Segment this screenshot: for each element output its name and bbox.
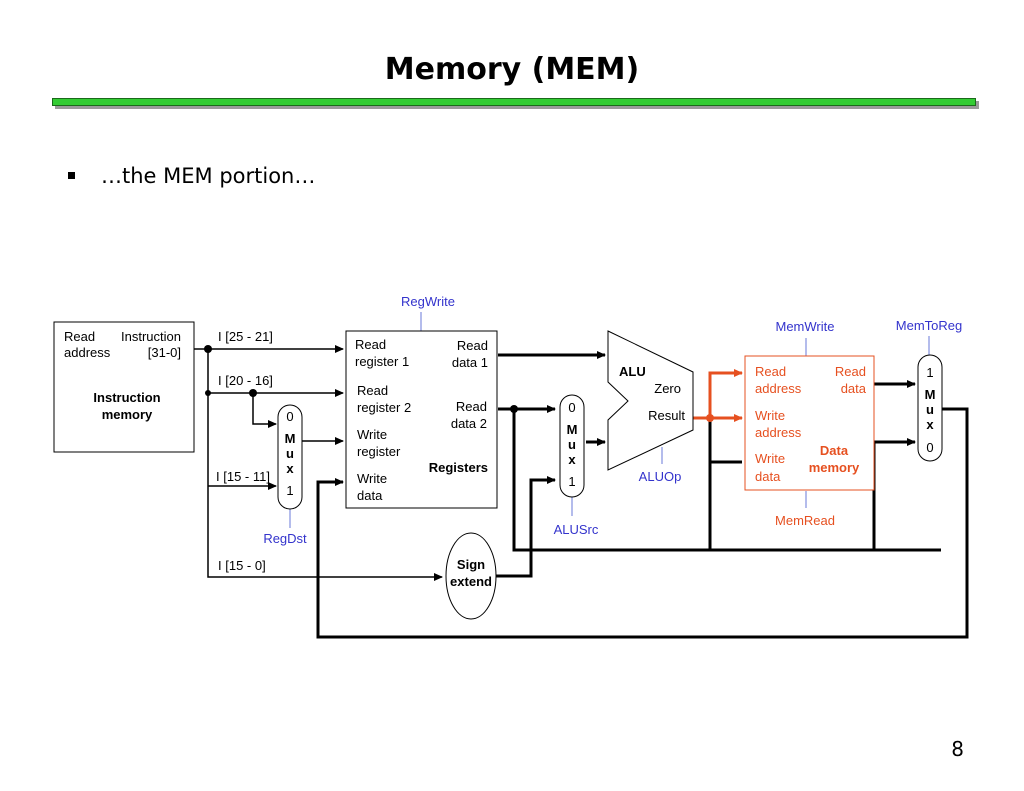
svg-text:0: 0 bbox=[568, 400, 575, 415]
svg-text:ALU: ALU bbox=[619, 364, 646, 379]
svg-text:0: 0 bbox=[926, 440, 933, 455]
svg-text:[31-0]: [31-0] bbox=[148, 345, 181, 360]
svg-text:1: 1 bbox=[286, 483, 293, 498]
svg-text:Write: Write bbox=[357, 471, 387, 486]
instruction-memory: Read address Instruction [31-0] Instruct… bbox=[53, 321, 195, 453]
svg-text:M: M bbox=[925, 387, 936, 402]
svg-text:1: 1 bbox=[926, 365, 933, 380]
bullet-square-icon bbox=[68, 171, 75, 179]
alu: ALU Zero Result bbox=[607, 330, 694, 471]
svg-text:1: 1 bbox=[568, 474, 575, 489]
control-label-regdst: RegDst bbox=[263, 531, 307, 546]
svg-text:M: M bbox=[285, 431, 296, 446]
svg-text:Data: Data bbox=[820, 443, 849, 458]
svg-text:Write: Write bbox=[357, 427, 387, 442]
svg-text:extend: extend bbox=[450, 574, 492, 589]
svg-text:address: address bbox=[64, 345, 111, 360]
svg-text:u: u bbox=[926, 402, 934, 417]
svg-text:memory: memory bbox=[809, 460, 860, 475]
svg-text:x: x bbox=[926, 417, 934, 432]
control-label-memread: MemRead bbox=[775, 513, 835, 528]
svg-text:data: data bbox=[357, 488, 383, 503]
register-file: Read register 1 Read register 2 Write re… bbox=[345, 330, 498, 509]
svg-text:Read: Read bbox=[64, 329, 95, 344]
alu-result-junction bbox=[706, 414, 714, 422]
bullet-text: …the MEM portion… bbox=[101, 164, 316, 188]
svg-text:Instruction: Instruction bbox=[93, 390, 160, 405]
svg-text:Write: Write bbox=[755, 451, 785, 466]
svg-text:x: x bbox=[286, 461, 294, 476]
svg-text:Read: Read bbox=[357, 383, 388, 398]
svg-text:Read: Read bbox=[456, 399, 487, 414]
control-lines bbox=[289, 312, 930, 528]
field-label-25-21: I [25 - 21] bbox=[218, 329, 273, 344]
svg-text:Sign: Sign bbox=[457, 557, 485, 572]
slide-title: Memory (MEM) bbox=[384, 52, 640, 87]
title-rule bbox=[52, 98, 976, 106]
bullet-item: …the MEM portion… bbox=[68, 164, 315, 188]
mux-memtoreg: 1 M u x 0 bbox=[917, 354, 943, 462]
svg-text:Zero: Zero bbox=[654, 381, 681, 396]
field-label-15-11: I [15 - 11] bbox=[216, 469, 270, 484]
control-label-regwrite: RegWrite bbox=[401, 294, 455, 309]
svg-text:Read: Read bbox=[355, 337, 386, 352]
svg-text:Read: Read bbox=[755, 364, 786, 379]
svg-text:u: u bbox=[286, 446, 294, 461]
page-number: 8 bbox=[951, 737, 964, 761]
svg-text:Read: Read bbox=[835, 364, 866, 379]
svg-text:data: data bbox=[755, 469, 781, 484]
svg-text:Write: Write bbox=[755, 408, 785, 423]
mux-regdst: 0 M u x 1 bbox=[277, 404, 303, 510]
svg-text:0: 0 bbox=[286, 409, 293, 424]
alu-result-wires bbox=[693, 369, 743, 422]
svg-text:register 1: register 1 bbox=[355, 354, 409, 369]
svg-text:x: x bbox=[568, 452, 576, 467]
data-bus-wires bbox=[316, 351, 969, 639]
svg-text:Result: Result bbox=[648, 408, 685, 423]
mux-alusrc: 0 M u x 1 bbox=[559, 394, 585, 498]
svg-text:data 1: data 1 bbox=[452, 355, 488, 370]
svg-text:M: M bbox=[567, 422, 578, 437]
field-label-15-0: I [15 - 0] bbox=[218, 558, 266, 573]
svg-text:address: address bbox=[755, 381, 802, 396]
svg-text:Read: Read bbox=[457, 338, 488, 353]
svg-text:data: data bbox=[841, 381, 867, 396]
control-label-alusrc: ALUSrc bbox=[554, 522, 599, 537]
control-label-memwrite: MemWrite bbox=[776, 319, 835, 334]
control-label-aluop: ALUOp bbox=[639, 469, 682, 484]
svg-text:memory: memory bbox=[102, 407, 153, 422]
junction-dots bbox=[204, 345, 518, 413]
svg-text:register: register bbox=[357, 444, 401, 459]
svg-text:data 2: data 2 bbox=[451, 416, 487, 431]
svg-text:u: u bbox=[568, 437, 576, 452]
sign-extend: Sign extend bbox=[445, 532, 497, 620]
control-label-memtoreg: MemToReg bbox=[896, 318, 962, 333]
field-label-20-16: I [20 - 16] bbox=[218, 373, 273, 388]
svg-text:Instruction: Instruction bbox=[121, 329, 181, 344]
data-memory: Read address Read data Write address Wri… bbox=[744, 355, 875, 491]
svg-text:Registers: Registers bbox=[429, 460, 488, 475]
svg-text:address: address bbox=[755, 425, 802, 440]
svg-text:register 2: register 2 bbox=[357, 400, 411, 415]
